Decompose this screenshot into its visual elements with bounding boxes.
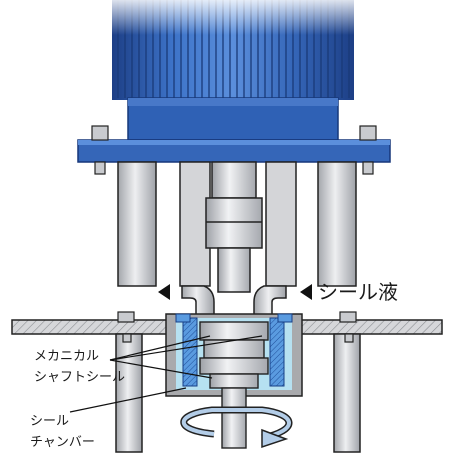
label-seal-chamber-line1: シール [30, 414, 69, 429]
motor-shaft [205, 161, 263, 293]
mechanical-seal [199, 321, 269, 449]
motor-flange [77, 139, 391, 163]
label-seal-chamber-line2: チャンバー [30, 435, 95, 450]
motor-housing [112, 0, 354, 141]
bolt-icon [91, 125, 377, 175]
bolt-icon [117, 311, 357, 343]
support-frame [117, 161, 357, 287]
lower-pipes [115, 333, 361, 453]
label-mechanical-seal-line2: シャフトシール [34, 370, 125, 385]
label-mechanical-seal-line1: メカニカル [34, 349, 99, 364]
label-seal-fluid: シール液 [318, 280, 398, 304]
leader-lines [69, 335, 263, 413]
arrow-left-icon [158, 284, 312, 300]
rotation-arrow-icon [180, 406, 293, 449]
